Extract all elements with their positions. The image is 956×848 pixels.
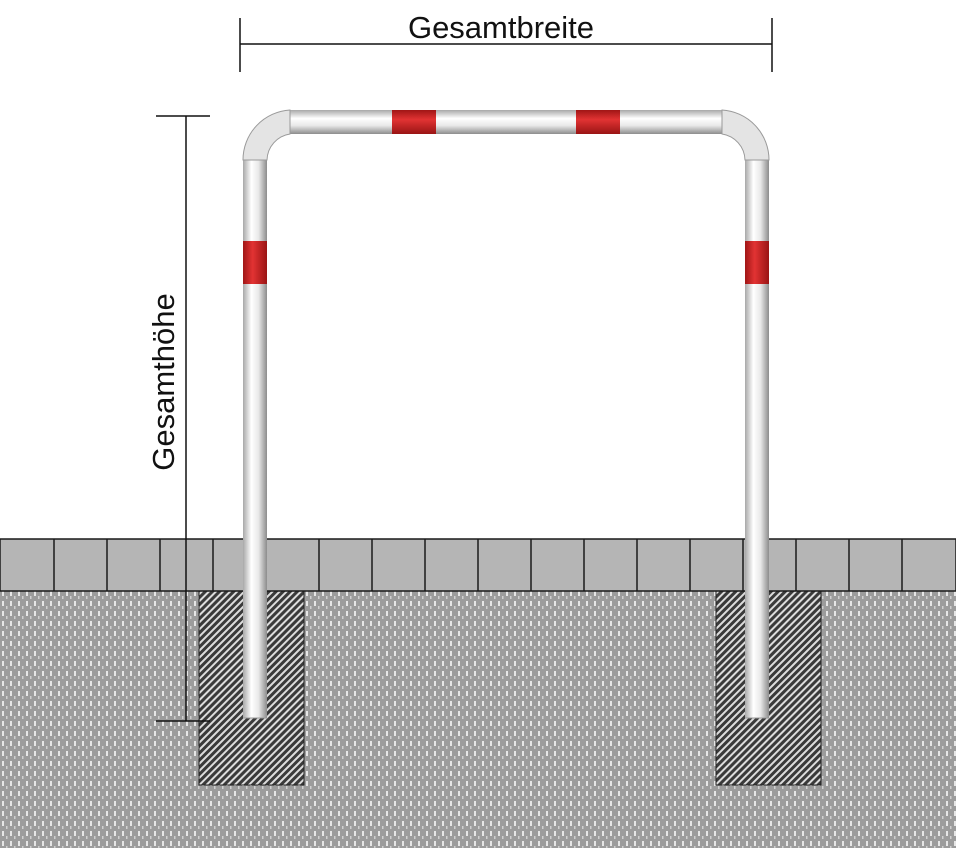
height-label: Gesamthöhe [146,293,181,471]
band-top-left [392,110,436,134]
width-label: Gesamtbreite [408,10,594,45]
height-dimension [156,115,210,722]
reflective-bands [243,110,769,284]
width-dimension [239,18,773,72]
band-top-right [576,110,620,134]
paving-row [0,538,956,592]
band-left-leg [243,241,267,284]
band-right-leg [745,241,769,284]
